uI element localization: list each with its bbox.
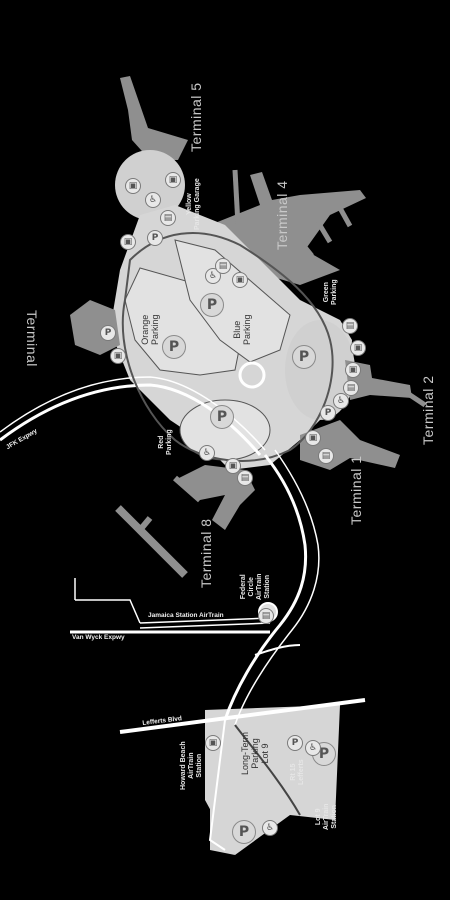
parking-icon[interactable]: P [287, 735, 303, 751]
rt-15-label: Rt 15 Lefferts [290, 759, 305, 785]
bus-icon[interactable]: ▤ [343, 380, 359, 396]
terminal-7-label: Terminal [24, 310, 40, 367]
blue-parking-label: Blue Parking [232, 314, 252, 345]
terminal-4-gate-1 [232, 169, 241, 226]
lot9-airtrain-label: Lot 9 AirTrain Station [315, 803, 338, 830]
parking-icon[interactable]: P [320, 405, 336, 421]
lefferts-blvd-road [119, 698, 366, 734]
van-wyck-main [223, 454, 308, 721]
howard-beach-label: Howard Beach AirTrain Station [180, 741, 203, 790]
accessible-parking-icon[interactable]: ♿ [145, 192, 161, 208]
van-wyck-expwy-label: Van Wyck Expwy [72, 634, 125, 641]
van-wyck-main-2 [234, 449, 320, 726]
terminal-4-gate-3 [315, 220, 333, 244]
yellow-parking-label: Yellow Parking Garage [186, 178, 201, 230]
green-parking-label: Green Parking [323, 279, 338, 305]
taxi-icon[interactable]: ▣ [205, 735, 221, 751]
terminal-4-gate-4 [337, 206, 353, 228]
taxi-icon[interactable]: ▣ [225, 458, 241, 474]
jamaica-airtrain-branch [75, 599, 141, 624]
orange-parking-label: Orange Parking [140, 314, 160, 345]
red-parking-label: Red Parking [158, 429, 173, 455]
terminal-8-long-pier [115, 505, 188, 578]
accessible-parking-icon[interactable]: ♿ [305, 740, 321, 756]
terminal-2-building [345, 360, 412, 400]
parking-icon[interactable]: P [232, 820, 256, 844]
airtrain-south [208, 719, 226, 851]
orange-parking-area [124, 267, 241, 376]
bus-icon[interactable]: ▤ [215, 258, 231, 274]
taxi-icon[interactable]: ▣ [350, 340, 366, 356]
bus-icon[interactable]: ▤ [258, 608, 274, 624]
taxi-icon[interactable]: ▣ [232, 272, 248, 288]
rt-15-road [254, 644, 301, 656]
taxi-icon[interactable]: ▣ [125, 178, 141, 194]
terminal-2-pier [393, 382, 427, 408]
central-roundabout [238, 361, 266, 389]
bus-icon[interactable]: ▤ [318, 448, 334, 464]
parking-icon[interactable]: P [292, 345, 316, 369]
terminal-5-area [115, 150, 185, 220]
accessible-parking-icon[interactable]: ♿ [262, 820, 278, 836]
terminal-4-gate-2 [293, 233, 314, 258]
taxi-icon[interactable]: ▣ [165, 172, 181, 188]
lot9-road [234, 724, 301, 816]
jamaica-airtrain-line-2 [139, 622, 271, 629]
accessible-parking-icon[interactable]: ♿ [199, 445, 215, 461]
long-term-parking-label: Long-Term Parking Lot 9 [240, 731, 270, 775]
terminal-5-label: Terminal 5 [188, 82, 204, 152]
accessible-parking-icon[interactable]: ♿ [333, 393, 349, 409]
taxi-icon[interactable]: ▣ [305, 430, 321, 446]
bus-icon[interactable]: ▤ [160, 210, 176, 226]
terminal-8-label: Terminal 8 [198, 518, 214, 588]
terminal-8-pier-1 [173, 475, 202, 503]
terminal-5-building [120, 76, 188, 160]
terminal-8-connector [137, 516, 153, 532]
terminal-8-building [175, 465, 255, 530]
bus-icon[interactable]: ▤ [342, 318, 358, 334]
terminal-4-label: Terminal 4 [274, 180, 290, 250]
bus-icon[interactable]: ▤ [237, 470, 253, 486]
terminal-2-label: Terminal 2 [420, 375, 436, 445]
taxi-icon[interactable]: ▣ [345, 362, 361, 378]
parking-icon[interactable]: P [162, 335, 186, 359]
parking-icon[interactable]: P [210, 405, 234, 429]
jamaica-airtrain-label: Jamaica Station AirTrain [148, 612, 224, 619]
lot-9-triangle [210, 800, 235, 855]
parking-icon[interactable]: P [147, 230, 163, 246]
taxi-icon[interactable]: ▣ [110, 348, 126, 364]
taxi-icon[interactable]: ▣ [120, 234, 136, 250]
terminal-1-label: Terminal 1 [348, 455, 364, 525]
terminal-7-building [70, 300, 120, 355]
jamaica-airtrain-line [139, 617, 271, 624]
parking-icon[interactable]: P [100, 325, 116, 341]
parking-icon[interactable]: P [200, 293, 224, 317]
federal-circle-label: Federal Circle AirTrain Station [240, 573, 271, 600]
